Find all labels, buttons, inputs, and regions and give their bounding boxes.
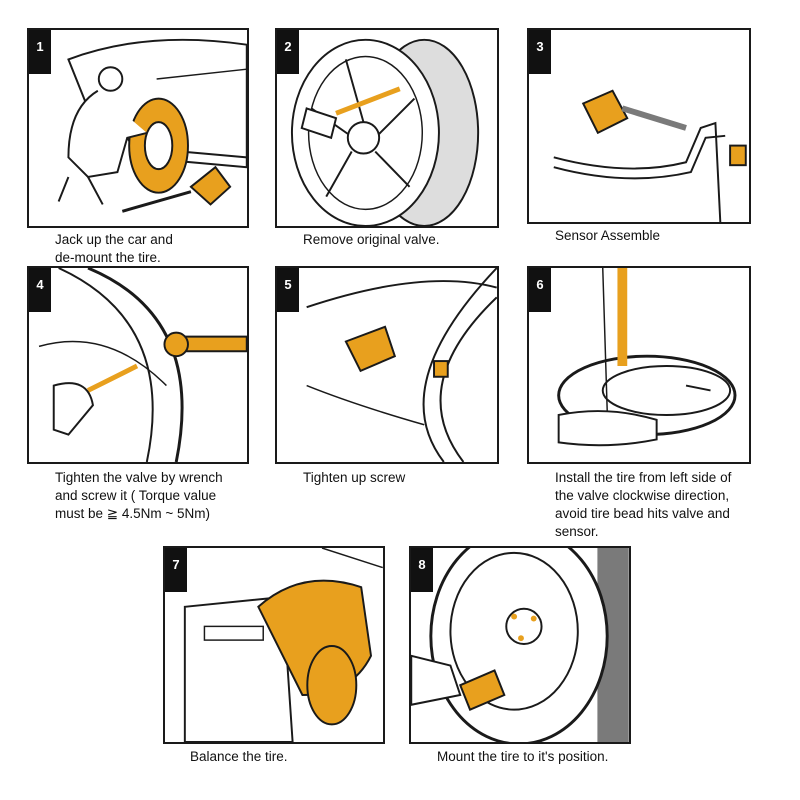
step-3-number: 3 (529, 30, 551, 74)
balancer-icon (183, 548, 383, 742)
sensor-assembly-icon (553, 89, 747, 222)
step-1-caption: Jack up the car and de-mount the tire. (55, 232, 173, 265)
step-2-caption: Remove original valve. (303, 232, 440, 247)
step-8-panel: 8 (409, 546, 631, 744)
step-8-caption: Mount the tire to it's position. (437, 749, 609, 764)
step-6-panel: 6 (527, 266, 751, 464)
step-4-caption: Tighten the valve by wrench and screw it… (55, 470, 223, 521)
step-5-caption: Tighten up screw (303, 470, 406, 485)
step-1-panel: 1 (27, 28, 249, 228)
step-1-number: 1 (29, 30, 51, 74)
mount-wheel-icon (411, 548, 629, 742)
step-2-number: 2 (277, 30, 299, 74)
jack-car-icon (57, 38, 247, 213)
step-7-number: 7 (165, 548, 187, 592)
step-6-caption: Install the tire from left side of the v… (555, 470, 732, 539)
step-3-caption: Sensor Assemble (555, 228, 661, 243)
wheel-valve-icon (290, 38, 480, 226)
step-7-caption: Balance the tire. (190, 749, 288, 764)
step-4-panel: 4 (27, 266, 249, 464)
wrench-icon (38, 268, 247, 462)
step-3-panel: 3 (527, 28, 751, 224)
step-7-panel: 7 (163, 546, 385, 744)
step-5-panel: 5 (275, 266, 499, 464)
step-8-number: 8 (411, 548, 433, 592)
step-4-number: 4 (29, 268, 51, 312)
sensor-rim-icon (306, 268, 497, 462)
tire-mount-icon (557, 268, 737, 447)
step-6-number: 6 (529, 268, 551, 312)
step-2-panel: 2 (275, 28, 499, 228)
step-5-number: 5 (277, 268, 299, 312)
